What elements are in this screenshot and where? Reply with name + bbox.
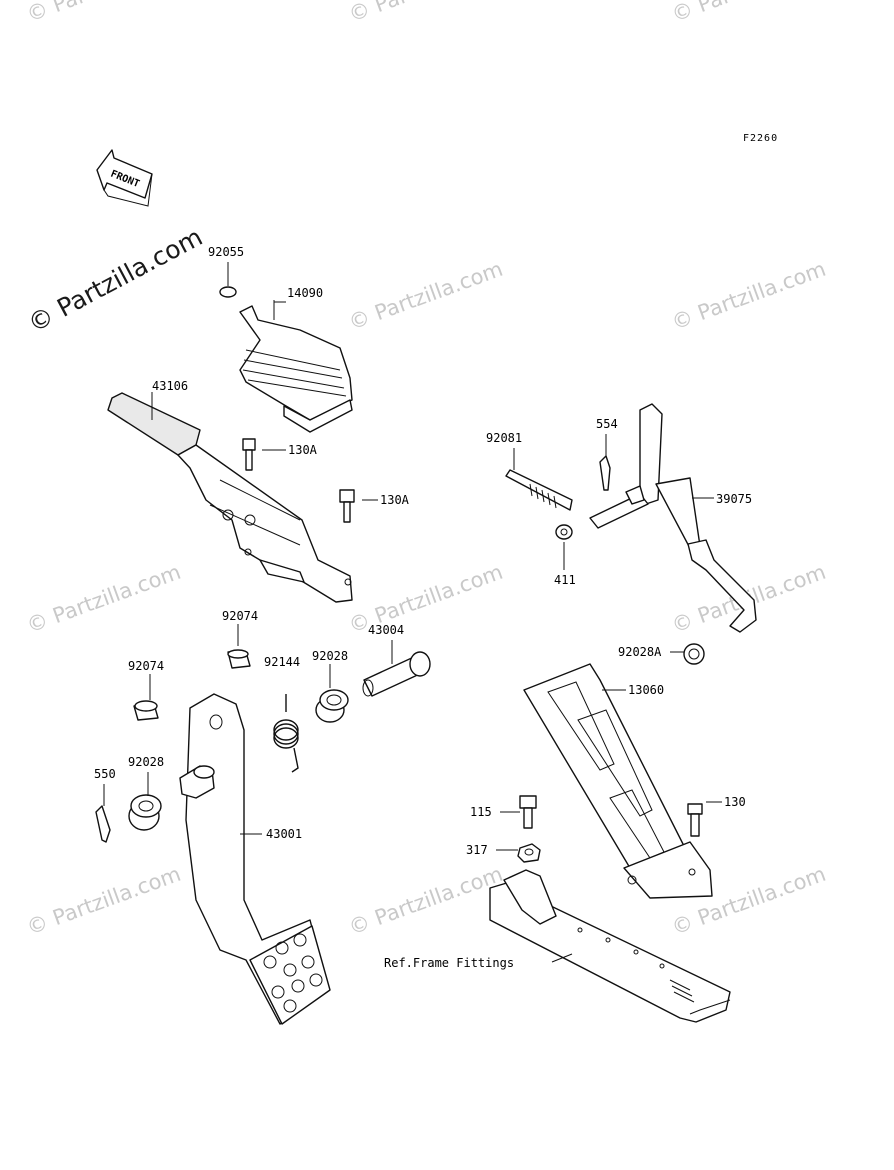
part-14090-boot	[239, 300, 353, 433]
watermark: © Partzilla.com	[669, 257, 829, 335]
watermark: © Partzilla.com	[24, 0, 184, 27]
part-92028-bushing-b	[128, 772, 162, 831]
label-43001: 43001	[266, 827, 302, 841]
part-317-nut	[496, 843, 541, 863]
label-92144: 92144	[264, 655, 300, 669]
part-92028A-bushing	[670, 643, 705, 665]
part-130A-bolt-2	[339, 489, 378, 523]
part-130A-bolt-1	[242, 438, 286, 471]
part-130-bolt	[687, 801, 722, 837]
part-43004-pivot-pin	[362, 640, 431, 697]
part-92081-spring	[505, 448, 573, 511]
part-43106-hand-lever	[107, 392, 353, 603]
part-43001-brake-pedal	[179, 693, 331, 1025]
watermark: © Partzilla.com	[669, 0, 829, 27]
label-92028-a: 92028	[312, 649, 348, 663]
label-411: 411	[554, 573, 576, 587]
part-13060-accelerator-pedal	[523, 663, 713, 899]
label-43106: 43106	[152, 379, 188, 393]
watermark: © Partzilla.com	[346, 0, 506, 27]
part-411-washer	[555, 524, 573, 570]
label-130A-2: 130A	[380, 493, 410, 507]
label-14090: 14090	[287, 286, 323, 300]
label-550: 550	[94, 767, 116, 781]
label-92074-a: 92074	[222, 609, 258, 623]
label-39075: 39075	[716, 492, 752, 506]
part-92028-bushing-a	[315, 664, 349, 723]
part-92144-return-spring	[273, 694, 299, 773]
copyright-notice: © Partzilla.com	[23, 222, 207, 338]
label-92028-b: 92028	[128, 755, 164, 769]
part-92074-cap-a	[227, 624, 251, 669]
part-115-bolt	[500, 795, 537, 829]
label-92081: 92081	[486, 431, 522, 445]
part-550-cotter-pin	[95, 784, 111, 843]
label-ref-frame-fittings: Ref.Frame Fittings	[384, 956, 514, 970]
label-13060: 13060	[628, 683, 664, 697]
part-labels: 92055 14090 43106 130A 130A 92081 554 39…	[94, 245, 752, 970]
label-43004: 43004	[368, 623, 404, 637]
label-130: 130	[724, 795, 746, 809]
label-130A-1: 130A	[288, 443, 318, 457]
part-39075-link	[589, 403, 757, 633]
front-arrow-icon: FRONT	[96, 149, 153, 207]
label-92074-b: 92074	[128, 659, 164, 673]
watermark: © Partzilla.com	[24, 560, 184, 638]
part-92055-o-ring	[219, 262, 237, 298]
label-92028A: 92028A	[618, 645, 662, 659]
frame-fittings	[489, 869, 731, 1023]
watermark: © Partzilla.com	[346, 862, 506, 940]
part-554-cotter-pin	[599, 434, 611, 491]
label-115: 115	[470, 805, 492, 819]
diagram-code: F2260	[743, 133, 778, 144]
part-92074-cap-b	[133, 674, 159, 721]
label-317: 317	[466, 843, 488, 857]
label-92055: 92055	[208, 245, 244, 259]
watermark: © Partzilla.com	[346, 257, 506, 335]
watermark: © Partzilla.com	[24, 862, 184, 940]
label-554: 554	[596, 417, 618, 431]
